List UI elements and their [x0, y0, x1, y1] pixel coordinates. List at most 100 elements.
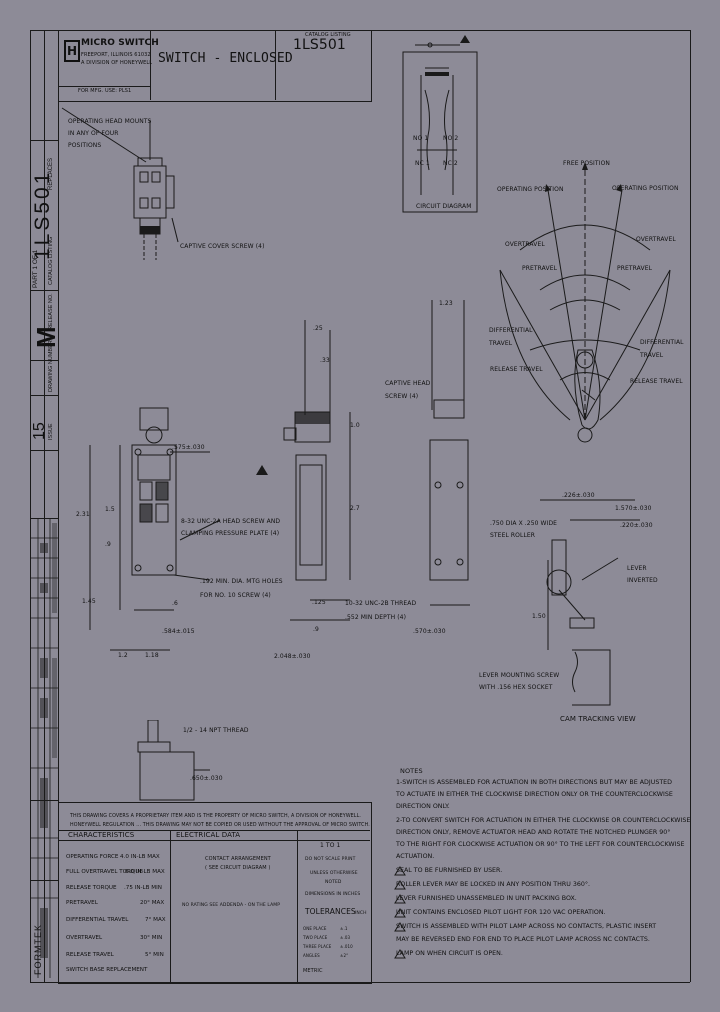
char-value-4: 7° MAX — [145, 917, 166, 923]
note-line-12: MAY BE REVERSED END FOR END TO PLACE PIL… — [396, 936, 650, 943]
note-line-13: LAMP ON WHEN CIRCUIT IS OPEN. — [396, 950, 503, 957]
dim-650: .650±.030 — [190, 775, 223, 782]
label-mtg-holes1: .192 MIN. DIA. MTG HOLES — [200, 578, 283, 585]
char-value-0: 4.0 IN-LB MAX — [120, 854, 160, 860]
note-line-6: ACTUATION. — [396, 853, 435, 860]
tol-unless: UNLESS OTHERWISE — [310, 871, 358, 876]
strip-col — [44, 30, 45, 982]
strip-release-no: RELEASE NO. — [48, 293, 54, 330]
label-nc2: NC 2 — [443, 160, 458, 167]
note-line-7: SEAL TO BE FURNISHED BY USER. — [396, 867, 503, 874]
notes-heading: NOTES — [400, 767, 423, 775]
label-cam-view: CAM TRACKING VIEW — [560, 715, 636, 723]
tol-one-place: ONE PLACE — [303, 926, 327, 931]
note-line-4: DIRECTION ONLY, REMOVE ACTUATOR HEAD AND… — [396, 829, 671, 836]
char-value-3: 20° MAX — [140, 900, 165, 906]
label-pretravel-r: PRETRAVEL — [617, 265, 653, 272]
tol-v1: ±.1 — [340, 926, 348, 931]
char-label-2: RELEASE TORQUE — [66, 885, 117, 891]
travel-diagram — [499, 162, 671, 443]
label-lever-screw2: WITH .156 HEX SOCKET — [479, 684, 553, 691]
tol-three-place: THREE PLACE — [303, 944, 332, 949]
elec-header: ELECTRICAL DATA — [176, 831, 241, 839]
dim-15: 1.5 — [105, 506, 115, 513]
strip-catalog-label: CATALOG LISTING — [48, 236, 54, 285]
tol-v2: ±.03 — [340, 935, 351, 940]
label-nc1: NC 1 — [415, 160, 430, 167]
label-operating-head: OPERATING HEAD MOUNTS — [68, 118, 152, 125]
label-captive-head2: SCREW (4) — [385, 393, 419, 400]
front-view — [89, 407, 221, 651]
tol-sub: INCH — [355, 911, 367, 916]
label-captive-cover: CAPTIVE COVER SCREW (4) — [180, 243, 265, 250]
dim-125: .125 — [312, 599, 326, 606]
tol-header: TOLERANCES — [305, 907, 356, 916]
char-label-7: SWITCH BASE REPLACEMENT — [66, 967, 148, 973]
drawing-title: SWITCH - ENCLOSED — [158, 51, 293, 66]
label-operating-position-l: OPERATING POSITION — [497, 186, 564, 193]
revision-block — [30, 518, 59, 978]
label-head-screw1: 8-32 UNC-2A HEAD SCREW AND — [181, 518, 281, 525]
bottom-table — [58, 802, 372, 984]
tol-noted: NOTED — [325, 880, 342, 885]
table-h1 — [58, 830, 370, 831]
dim-9b: .9 — [313, 626, 319, 633]
label-operating-head2: IN ANY OF FOUR — [68, 130, 119, 137]
label-differential-l2: TRAVEL — [489, 340, 513, 347]
table-h2 — [58, 840, 370, 841]
dim-12: 1.2 — [118, 652, 128, 659]
label-thread-1032: 10-32 UNC-2B THREAD — [345, 600, 417, 607]
char-header: CHARACTERISTICS — [68, 831, 135, 839]
note-line-5: TO THE RIGHT FOR CLOCKWISE ACTUATION OR … — [396, 841, 685, 848]
dim-226: .226±.030 — [562, 492, 595, 499]
top-view-sketch — [61, 107, 179, 260]
strip-h4 — [30, 395, 59, 396]
label-release-l: RELEASE TRAVEL — [490, 366, 543, 373]
label-differential-r2: TRAVEL — [640, 352, 664, 359]
label-captive-head1: CAPTIVE HEAD — [385, 380, 431, 387]
catalog-label: CATALOG LISTING — [305, 32, 351, 38]
elec-contact2: ( SEE CIRCUIT DIAGRAM ) — [205, 865, 271, 871]
char-label-3: PRETRAVEL — [66, 900, 98, 906]
char-label-4: DIFFERENTIAL TRAVEL — [66, 917, 129, 923]
frame-left — [30, 30, 31, 982]
tol-dims-in-inches: DIMENSIONS IN INCHES — [305, 892, 361, 897]
label-npt-thread: 1/2 - 14 NPT THREAD — [183, 727, 249, 734]
label-operating-head3: POSITIONS — [68, 142, 102, 149]
title-div3 — [58, 86, 150, 87]
catalog-listing: 1LS501 — [293, 37, 346, 53]
title-block — [58, 30, 372, 102]
label-differential-r1: DIFFERENTIAL — [640, 339, 684, 346]
rear-view — [429, 300, 470, 606]
frame-bottom — [30, 982, 690, 983]
dim-118: 1.18 — [145, 652, 159, 659]
char-value-5: 30° MIN — [140, 935, 163, 941]
label-differential-l1: DIFFERENTIAL — [489, 327, 533, 334]
dim-231: 2.31 — [76, 511, 90, 518]
label-circuit-diagram: CIRCUIT DIAGRAM — [416, 203, 472, 210]
strip-h1 — [30, 140, 59, 141]
tol-scale: 1 TO 1 — [320, 842, 341, 849]
label-lever-screw1: LEVER MOUNTING SCREW — [479, 672, 560, 679]
strip-drawing-number: DRAWING NUMBER — [48, 340, 54, 392]
strip-h3 — [30, 360, 59, 361]
proprietary-2: HONEYWELL REGULATION ... THIS DRAWING MA… — [70, 823, 370, 828]
label-thread-depth: .552 MIN DEPTH (4) — [345, 614, 407, 621]
label-pretravel-l: PRETRAVEL — [522, 265, 558, 272]
label-steel-roller1: .750 DIA X .250 WIDE — [490, 520, 558, 527]
label-release-r: RELEASE TRAVEL — [630, 378, 683, 385]
strip-h8 — [30, 880, 59, 881]
note-line-8: ROLLER LEVER MAY BE LOCKED IN ANY POSITI… — [396, 881, 590, 888]
strip-issue: ISSUE — [48, 423, 54, 440]
dim-145: 1.45 — [82, 598, 96, 605]
char-value-6: 5° MIN — [145, 952, 164, 958]
char-value-1: 6.0 IN-LB MAX — [125, 869, 165, 875]
title-div2 — [275, 30, 276, 100]
warning-triangle-icon — [256, 465, 268, 475]
strip-h2 — [30, 290, 59, 291]
circuit-diagram — [402, 35, 478, 213]
company-name: MICRO SWITCH — [81, 38, 159, 48]
dim-123: 1.23 — [439, 300, 453, 307]
dim-2048: 2.048±.030 — [274, 653, 311, 660]
tol-v3: ±.010 — [340, 944, 353, 949]
